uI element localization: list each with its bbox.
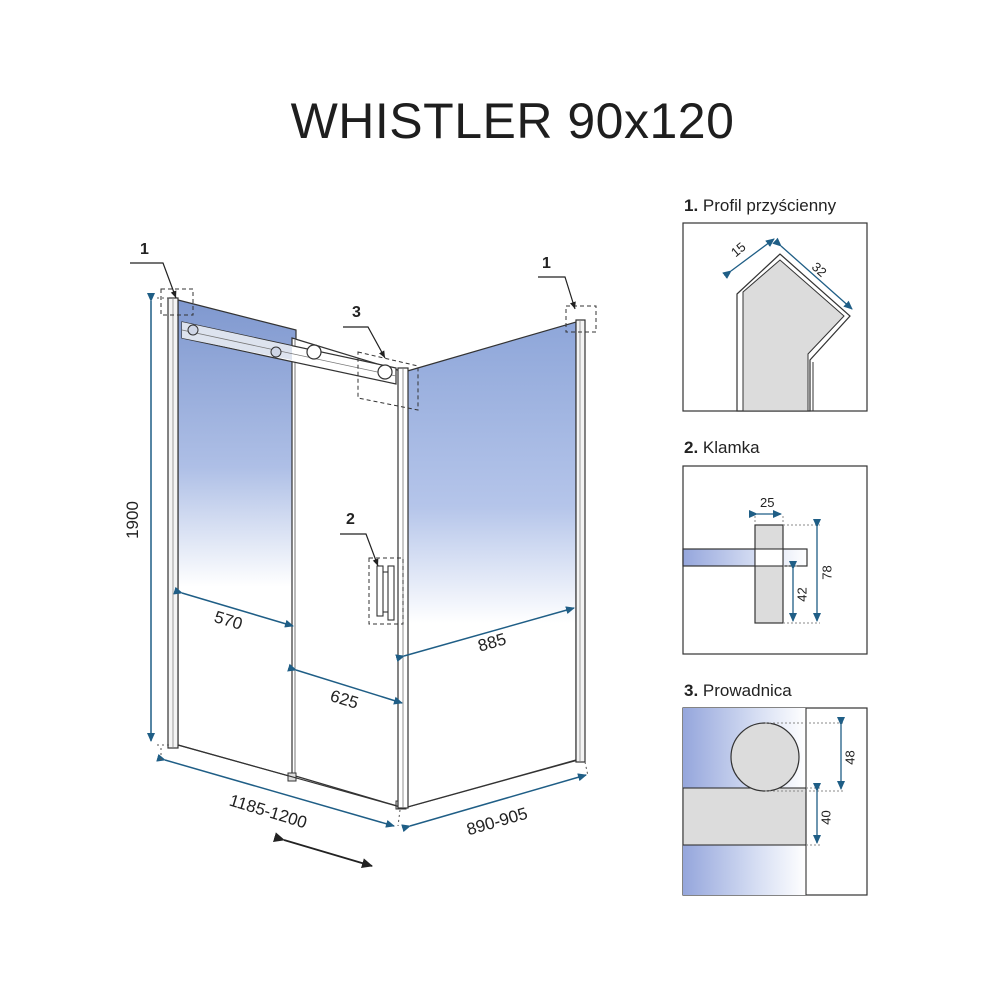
callout-box-profile-right — [565, 305, 597, 333]
dim-line-side-width — [401, 773, 587, 833]
leader-guide — [343, 326, 386, 359]
detail-2-number: 2. — [684, 438, 699, 457]
callout-guide: 3 — [352, 304, 361, 321]
detail-guide — [682, 707, 868, 896]
callout-profile-left: 1 — [140, 241, 149, 258]
dim-line-front-width — [156, 753, 395, 828]
dim-line-profile-15 — [722, 238, 775, 279]
sliding-direction-arrow — [272, 832, 373, 868]
page-title: WHISTLER 90x120 — [290, 93, 735, 149]
callout-handle: 2 — [346, 511, 355, 528]
callout-box-guide — [357, 351, 419, 411]
rail-bolt — [187, 324, 199, 336]
detail-profile — [682, 222, 868, 412]
rail-bolt — [270, 346, 282, 358]
dim-line-side-panel — [395, 606, 575, 663]
dim-line-door — [287, 663, 403, 705]
dim-handle-25: 25 — [760, 495, 775, 510]
top-rail — [181, 321, 397, 385]
detail-3-number: 3. — [684, 681, 699, 700]
door-roller — [377, 364, 393, 380]
detail-3-name: Prowadnica — [702, 681, 792, 700]
left-wall-profile — [167, 297, 179, 749]
detail-1-name: Profil przyścienny — [702, 196, 837, 215]
detail-1-number: 1. — [684, 196, 699, 215]
leader-handle — [340, 533, 379, 567]
callout-box-profile-left — [160, 288, 194, 316]
callout-box-handle — [368, 557, 404, 625]
dim-guide-40: 40 — [818, 810, 834, 825]
leader-profile-right — [538, 276, 576, 310]
dim-handle-42: 42 — [794, 587, 810, 602]
right-wall-profile — [575, 319, 586, 763]
detail-2-name: Klamka — [702, 438, 760, 457]
dim-line-fixed-left — [173, 586, 294, 628]
detail-handle — [682, 465, 868, 655]
dim-line-profile-32 — [772, 237, 853, 310]
detail-3-header: 3. Prowadnica — [684, 681, 792, 701]
dim-guide-48: 48 — [842, 750, 858, 765]
dim-height: 1900 — [122, 501, 142, 539]
dim-handle-78: 78 — [819, 565, 835, 580]
right-side-panel — [397, 321, 577, 809]
callout-profile-right: 1 — [542, 255, 551, 272]
door-roller — [306, 344, 322, 360]
door-handle — [376, 565, 395, 621]
leader-profile-left — [130, 262, 177, 299]
detail-1-header: 1. Profil przyścienny — [684, 196, 836, 216]
guide-roller — [730, 722, 800, 792]
detail-2-header: 2. Klamka — [684, 438, 760, 458]
left-fixed-panel — [177, 299, 297, 779]
